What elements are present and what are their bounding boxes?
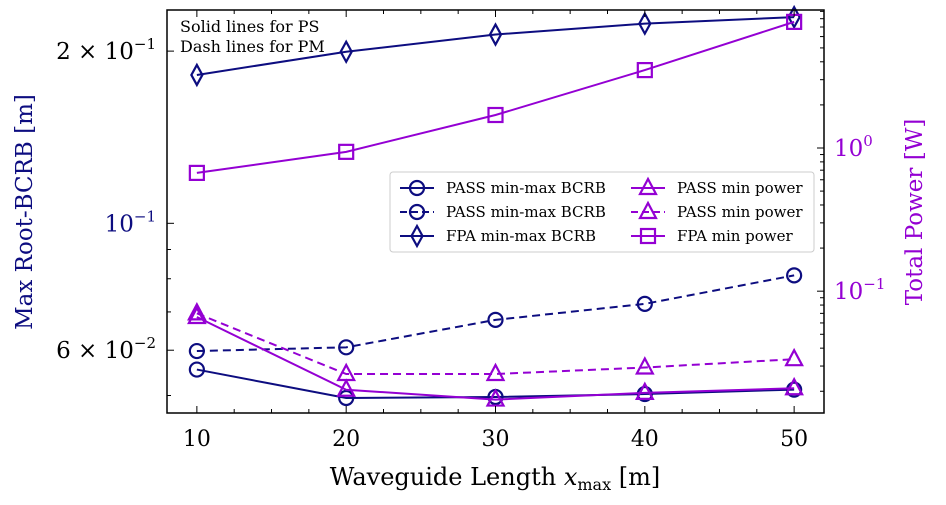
series-1-point	[338, 339, 355, 356]
y-right-tick-label-base: 10	[834, 136, 863, 162]
series-4-point	[784, 347, 804, 367]
x-axis-label-sub: max	[577, 475, 611, 494]
y-right-tick-label-base: 10	[834, 279, 863, 305]
y-left-tick-label-exponent: −1	[134, 35, 156, 53]
legend-label: FPA min power	[677, 227, 794, 245]
y-left-tick-label-base: 6 × 10	[56, 338, 134, 364]
x-tick-label: 30	[482, 427, 510, 452]
y-left-axis-label: Max Root-BCRB [m]	[12, 94, 38, 330]
y-right-tick-label-exponent: 0	[863, 132, 873, 150]
y-left-tick-label-base: 2 × 10	[56, 39, 134, 65]
series-3-point	[485, 388, 506, 407]
series-line-1	[196, 274, 795, 353]
x-tick-label: 50	[780, 427, 808, 452]
series-3-point	[336, 378, 357, 397]
y-left-tick-label: 6 × 10−2	[56, 334, 156, 364]
y-left-tick-label-exponent: −1	[134, 207, 156, 225]
series-2-point	[638, 11, 652, 36]
x-axis-label-unit: [m]	[611, 463, 660, 491]
series-5-point	[636, 61, 653, 79]
x-tick-label: 10	[183, 427, 211, 452]
legend-label: PASS min-max BCRB	[446, 179, 606, 197]
series-1-point	[188, 342, 205, 360]
legend-marker	[408, 203, 426, 221]
x-tick-label: 20	[332, 427, 360, 452]
series-5-point	[487, 106, 504, 124]
series-4-point	[187, 302, 207, 321]
legend-label: FPA min-max BCRB	[446, 227, 596, 245]
series-line-3	[196, 316, 795, 401]
series-1-point	[636, 295, 653, 312]
y-left-ticks: 2 × 10−110−16 × 10−2	[56, 35, 174, 397]
series-line-2	[196, 16, 795, 76]
series-1-point	[487, 311, 504, 328]
y-left-tick-label-exponent: −2	[134, 334, 156, 352]
series-0-point	[786, 381, 803, 398]
series-4-point	[485, 362, 506, 382]
y-right-tick-label: 100	[834, 132, 873, 162]
legend-label: PASS min-max BCRB	[446, 203, 606, 221]
series-0-point	[188, 361, 205, 378]
series-3-point	[784, 376, 804, 396]
series-line-5	[196, 20, 795, 174]
y-left-tick-label: 10−1	[105, 207, 156, 237]
y-right-tick-label: 10−1	[834, 275, 885, 305]
legend-label: PASS min power	[677, 179, 803, 197]
series-1-point	[786, 267, 803, 284]
note-ps: Solid lines for PS	[180, 17, 319, 36]
plot-series	[187, 4, 804, 407]
y-right-tick-label-exponent: −1	[863, 275, 885, 293]
x-axis-label-var: x	[564, 463, 578, 491]
x-tick-label: 40	[631, 427, 659, 452]
legend-box	[389, 171, 815, 253]
legend-label: PASS min power	[677, 203, 803, 221]
x-ticks: 10 20 30 40 50	[183, 10, 808, 452]
series-3-point	[634, 381, 655, 400]
series-line-0	[196, 368, 795, 400]
legend-marker	[410, 223, 424, 249]
series-2-point	[339, 39, 353, 65]
legend-marker	[638, 200, 658, 220]
x-axis-label-main: Waveguide Length	[330, 463, 564, 491]
legend-marker	[638, 176, 658, 196]
note-pm: Dash lines for PM	[180, 37, 325, 56]
series-line-4	[196, 312, 795, 375]
y-left-tick-label: 2 × 10−1	[56, 35, 156, 65]
y-left-tick-label-base: 10	[105, 211, 134, 237]
series-4-point	[634, 356, 655, 375]
series-2-point	[190, 62, 204, 88]
series-2-point	[488, 22, 503, 47]
series-5-point	[188, 164, 205, 182]
y-right-axis-label: Total Power [W]	[902, 119, 928, 306]
series-4-point	[336, 362, 357, 382]
series-0-point	[338, 389, 355, 407]
x-axis-label: Waveguide Length xmax [m]	[330, 463, 660, 494]
legend-marker	[639, 227, 657, 245]
series-5-point	[338, 143, 355, 160]
legend-marker	[408, 179, 426, 197]
